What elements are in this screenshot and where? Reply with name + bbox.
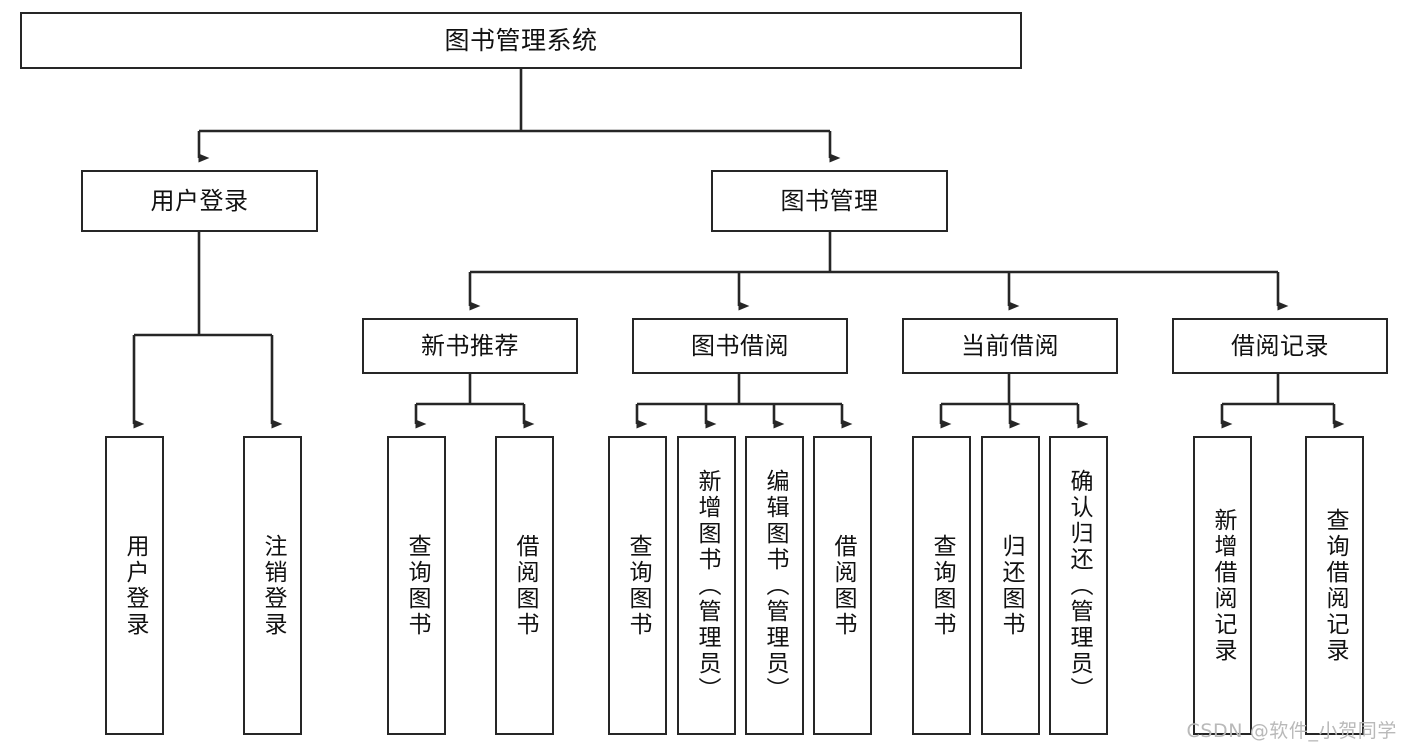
node-leaf-add-book-label: 新增图书（管理员）: [694, 468, 720, 703]
node-leaf-borrow-book-2[interactable]: 借阅图书: [813, 436, 872, 735]
node-leaf-user-logout-label: 注销登录: [260, 533, 286, 638]
node-user-login[interactable]: 用户登录: [81, 170, 318, 232]
node-book-borrow-label: 图书借阅: [691, 331, 789, 360]
node-leaf-query-book-3[interactable]: 查询图书: [912, 436, 971, 735]
node-leaf-query-record-label: 查询借阅记录: [1322, 507, 1348, 664]
node-leaf-borrow-book-1[interactable]: 借阅图书: [495, 436, 554, 735]
node-borrow-record-label: 借阅记录: [1231, 331, 1329, 360]
node-leaf-query-book-1[interactable]: 查询图书: [387, 436, 446, 735]
node-new-book-recommend[interactable]: 新书推荐: [362, 318, 578, 374]
node-book-manage-label: 图书管理: [780, 186, 879, 215]
node-root-label: 图书管理系统: [444, 25, 598, 55]
node-leaf-user-logout[interactable]: 注销登录: [243, 436, 302, 735]
node-leaf-confirm-return-label: 确认归还（管理员）: [1066, 468, 1092, 703]
node-leaf-return-book-label: 归还图书: [998, 533, 1024, 638]
node-leaf-query-book-3-label: 查询图书: [929, 533, 955, 638]
node-leaf-add-record[interactable]: 新增借阅记录: [1193, 436, 1252, 735]
node-book-borrow[interactable]: 图书借阅: [632, 318, 848, 374]
node-leaf-add-record-label: 新增借阅记录: [1210, 507, 1236, 664]
node-leaf-query-book-1-label: 查询图书: [404, 533, 430, 638]
node-current-borrow-label: 当前借阅: [961, 331, 1059, 360]
node-leaf-query-record[interactable]: 查询借阅记录: [1305, 436, 1364, 735]
node-leaf-user-login-label: 用户登录: [122, 533, 148, 638]
node-book-manage[interactable]: 图书管理: [711, 170, 948, 232]
node-leaf-add-book[interactable]: 新增图书（管理员）: [677, 436, 736, 735]
node-leaf-borrow-book-1-label: 借阅图书: [512, 533, 538, 638]
node-borrow-record[interactable]: 借阅记录: [1172, 318, 1388, 374]
node-leaf-query-book-2-label: 查询图书: [625, 533, 651, 638]
node-user-login-label: 用户登录: [150, 186, 249, 215]
node-leaf-confirm-return[interactable]: 确认归还（管理员）: [1049, 436, 1108, 735]
node-root[interactable]: 图书管理系统: [20, 12, 1022, 69]
node-current-borrow[interactable]: 当前借阅: [902, 318, 1118, 374]
node-leaf-edit-book-label: 编辑图书（管理员）: [762, 468, 788, 703]
node-leaf-edit-book[interactable]: 编辑图书（管理员）: [745, 436, 804, 735]
node-leaf-user-login[interactable]: 用户登录: [105, 436, 164, 735]
csdn-watermark: CSDN @软件_小贺同学: [1186, 720, 1397, 742]
node-leaf-borrow-book-2-label: 借阅图书: [830, 533, 856, 638]
node-new-book-recommend-label: 新书推荐: [421, 331, 519, 360]
node-leaf-return-book[interactable]: 归还图书: [981, 436, 1040, 735]
node-leaf-query-book-2[interactable]: 查询图书: [608, 436, 667, 735]
